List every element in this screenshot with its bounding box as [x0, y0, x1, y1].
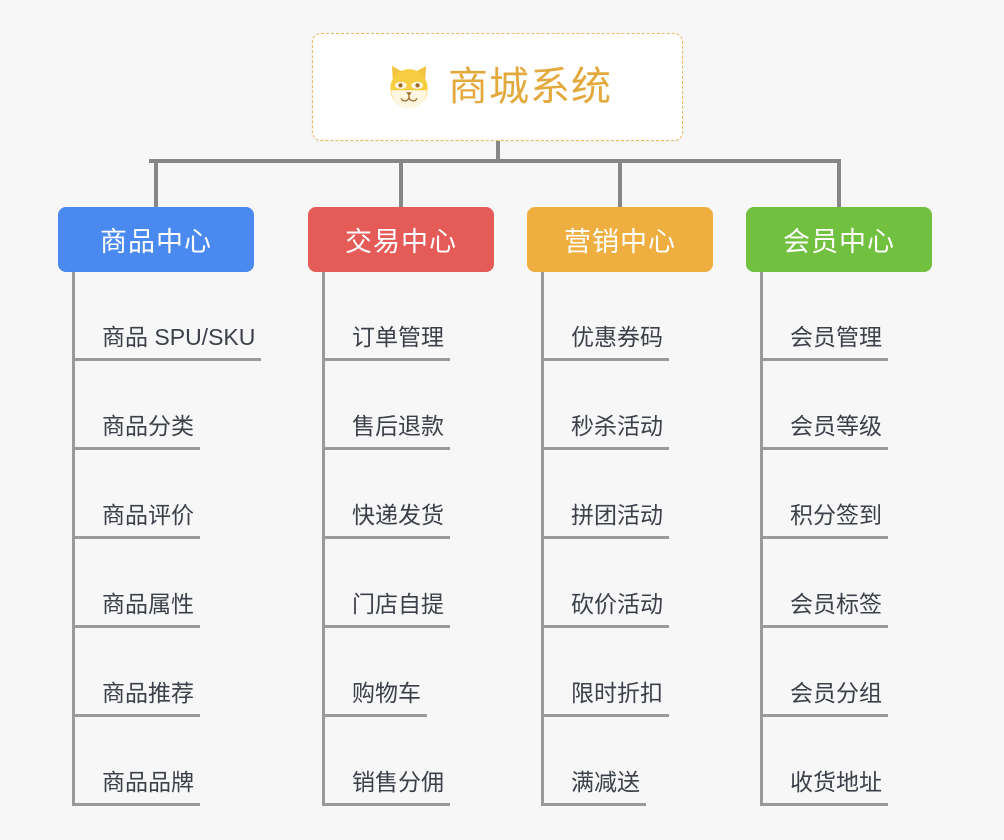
shiba-dog-icon: [390, 65, 428, 109]
connector-root-stem: [496, 141, 500, 163]
connector-drop-2: [399, 159, 403, 207]
leaf-node[interactable]: 秒杀活动: [541, 361, 713, 450]
connector-drop-4: [837, 159, 841, 207]
branch-header-label: 商品中心: [100, 227, 212, 257]
leaf-node-label: 商品分类: [72, 415, 200, 450]
branch-header-2[interactable]: 交易中心: [308, 207, 494, 272]
leaf-node[interactable]: 售后退款: [322, 361, 494, 450]
branch-header-label: 营销中心: [564, 227, 676, 257]
leaf-node-label: 会员标签: [760, 593, 888, 628]
leaf-node-label: 商品属性: [72, 593, 200, 628]
leaf-node[interactable]: 快递发货: [322, 450, 494, 539]
branch-header-label: 会员中心: [783, 227, 895, 257]
leaf-node[interactable]: 限时折扣: [541, 628, 713, 717]
leaf-node[interactable]: 销售分佣: [322, 717, 494, 806]
leaf-node[interactable]: 会员等级: [760, 361, 932, 450]
leaf-node-label: 限时折扣: [541, 682, 669, 717]
branch-header-3[interactable]: 营销中心: [527, 207, 713, 272]
leaf-node-label: 会员等级: [760, 415, 888, 450]
branch-items-4: 会员管理会员等级积分签到会员标签会员分组收货地址: [760, 272, 932, 806]
leaf-node[interactable]: 商品推荐: [72, 628, 261, 717]
branch-column-3: 营销中心优惠券码秒杀活动拼团活动砍价活动限时折扣满减送: [527, 207, 713, 806]
leaf-node[interactable]: 商品分类: [72, 361, 261, 450]
leaf-node[interactable]: 商品品牌: [72, 717, 261, 806]
leaf-node[interactable]: 购物车: [322, 628, 494, 717]
root-node-商城系统[interactable]: 商城系统: [312, 33, 683, 141]
leaf-node-label: 售后退款: [322, 415, 450, 450]
leaf-node-label: 订单管理: [322, 326, 450, 361]
leaf-node-label: 积分签到: [760, 504, 888, 539]
leaf-node[interactable]: 商品属性: [72, 539, 261, 628]
leaf-node-label: 会员分组: [760, 682, 888, 717]
leaf-node[interactable]: 商品评价: [72, 450, 261, 539]
connector-drop-3: [618, 159, 622, 207]
leaf-node[interactable]: 积分签到: [760, 450, 932, 539]
branch-items-2: 订单管理售后退款快递发货门店自提购物车销售分佣: [322, 272, 494, 806]
leaf-node-label: 拼团活动: [541, 504, 669, 539]
leaf-node-label: 商品评价: [72, 504, 200, 539]
branch-items-1: 商品 SPU/SKU 商品分类商品评价商品属性商品推荐商品品牌: [72, 272, 262, 806]
leaf-node[interactable]: 满减送: [541, 717, 713, 806]
leaf-node-label: 商品 SPU/SKU: [72, 326, 262, 361]
root-node-content: 商城系统: [383, 61, 612, 113]
leaf-node[interactable]: 订单管理: [322, 272, 494, 361]
leaf-node[interactable]: 拼团活动: [541, 450, 713, 539]
leaf-node-label: 商品品牌: [72, 771, 200, 806]
leaf-node[interactable]: 商品 SPU/SKU: [72, 272, 262, 361]
connector-drop-1: [154, 159, 158, 207]
leaf-node-label: 优惠券码: [541, 326, 669, 361]
leaf-node-label: 砍价活动: [541, 593, 669, 628]
branch-header-label: 交易中心: [345, 227, 457, 257]
branch-column-1: 商品中心商品 SPU/SKU 商品分类商品评价商品属性商品推荐商品品牌: [58, 207, 262, 806]
leaf-node-label: 秒杀活动: [541, 415, 669, 450]
branch-column-2: 交易中心订单管理售后退款快递发货门店自提购物车销售分佣: [308, 207, 494, 806]
leaf-node-label: 门店自提: [322, 593, 450, 628]
root-title: 商城系统: [448, 65, 612, 109]
leaf-node[interactable]: 收货地址: [760, 717, 932, 806]
leaf-node-label: 销售分佣: [322, 771, 450, 806]
leaf-node-label: 收货地址: [760, 771, 888, 806]
leaf-node[interactable]: 会员管理: [760, 272, 932, 361]
connector-horizontal-bus: [149, 159, 840, 163]
branch-header-4[interactable]: 会员中心: [746, 207, 932, 272]
leaf-node-label: 商品推荐: [72, 682, 200, 717]
branch-items-3: 优惠券码秒杀活动拼团活动砍价活动限时折扣满减送: [541, 272, 713, 806]
leaf-node-label: 满减送: [541, 771, 646, 806]
leaf-node[interactable]: 优惠券码: [541, 272, 713, 361]
leaf-node[interactable]: 会员分组: [760, 628, 932, 717]
leaf-node[interactable]: 会员标签: [760, 539, 932, 628]
leaf-node[interactable]: 门店自提: [322, 539, 494, 628]
leaf-node-label: 会员管理: [760, 326, 888, 361]
branch-column-4: 会员中心会员管理会员等级积分签到会员标签会员分组收货地址: [746, 207, 932, 806]
leaf-node[interactable]: 砍价活动: [541, 539, 713, 628]
leaf-node-label: 购物车: [322, 682, 427, 717]
leaf-node-label: 快递发货: [322, 504, 450, 539]
branch-header-1[interactable]: 商品中心: [58, 207, 254, 272]
